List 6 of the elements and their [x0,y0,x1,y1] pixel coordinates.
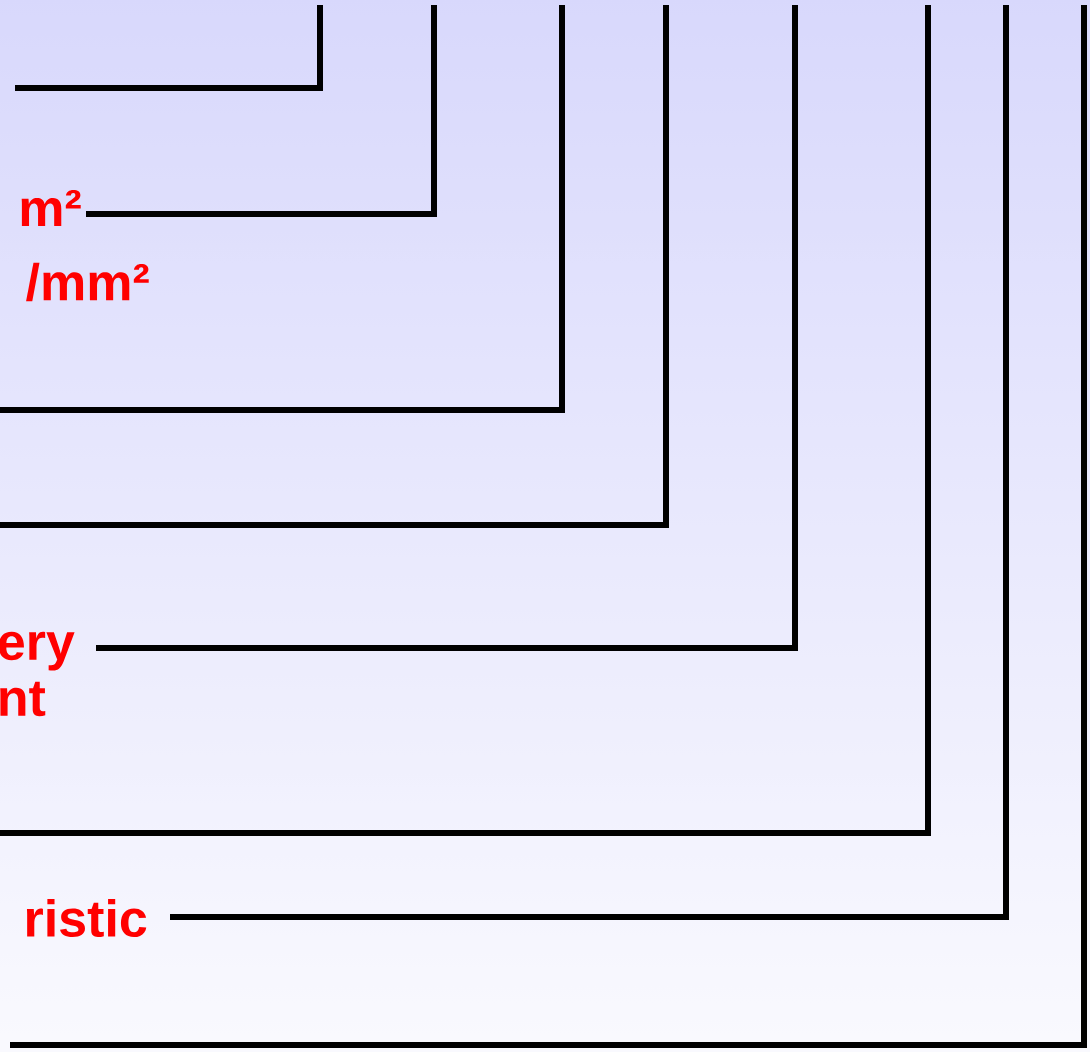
label-text: m² [21,189,81,227]
label-text: ristic [26,898,147,938]
leader-line [86,5,437,217]
label-text: /mm² [26,262,149,302]
leader-line [96,5,798,651]
leader-line [170,5,1009,920]
